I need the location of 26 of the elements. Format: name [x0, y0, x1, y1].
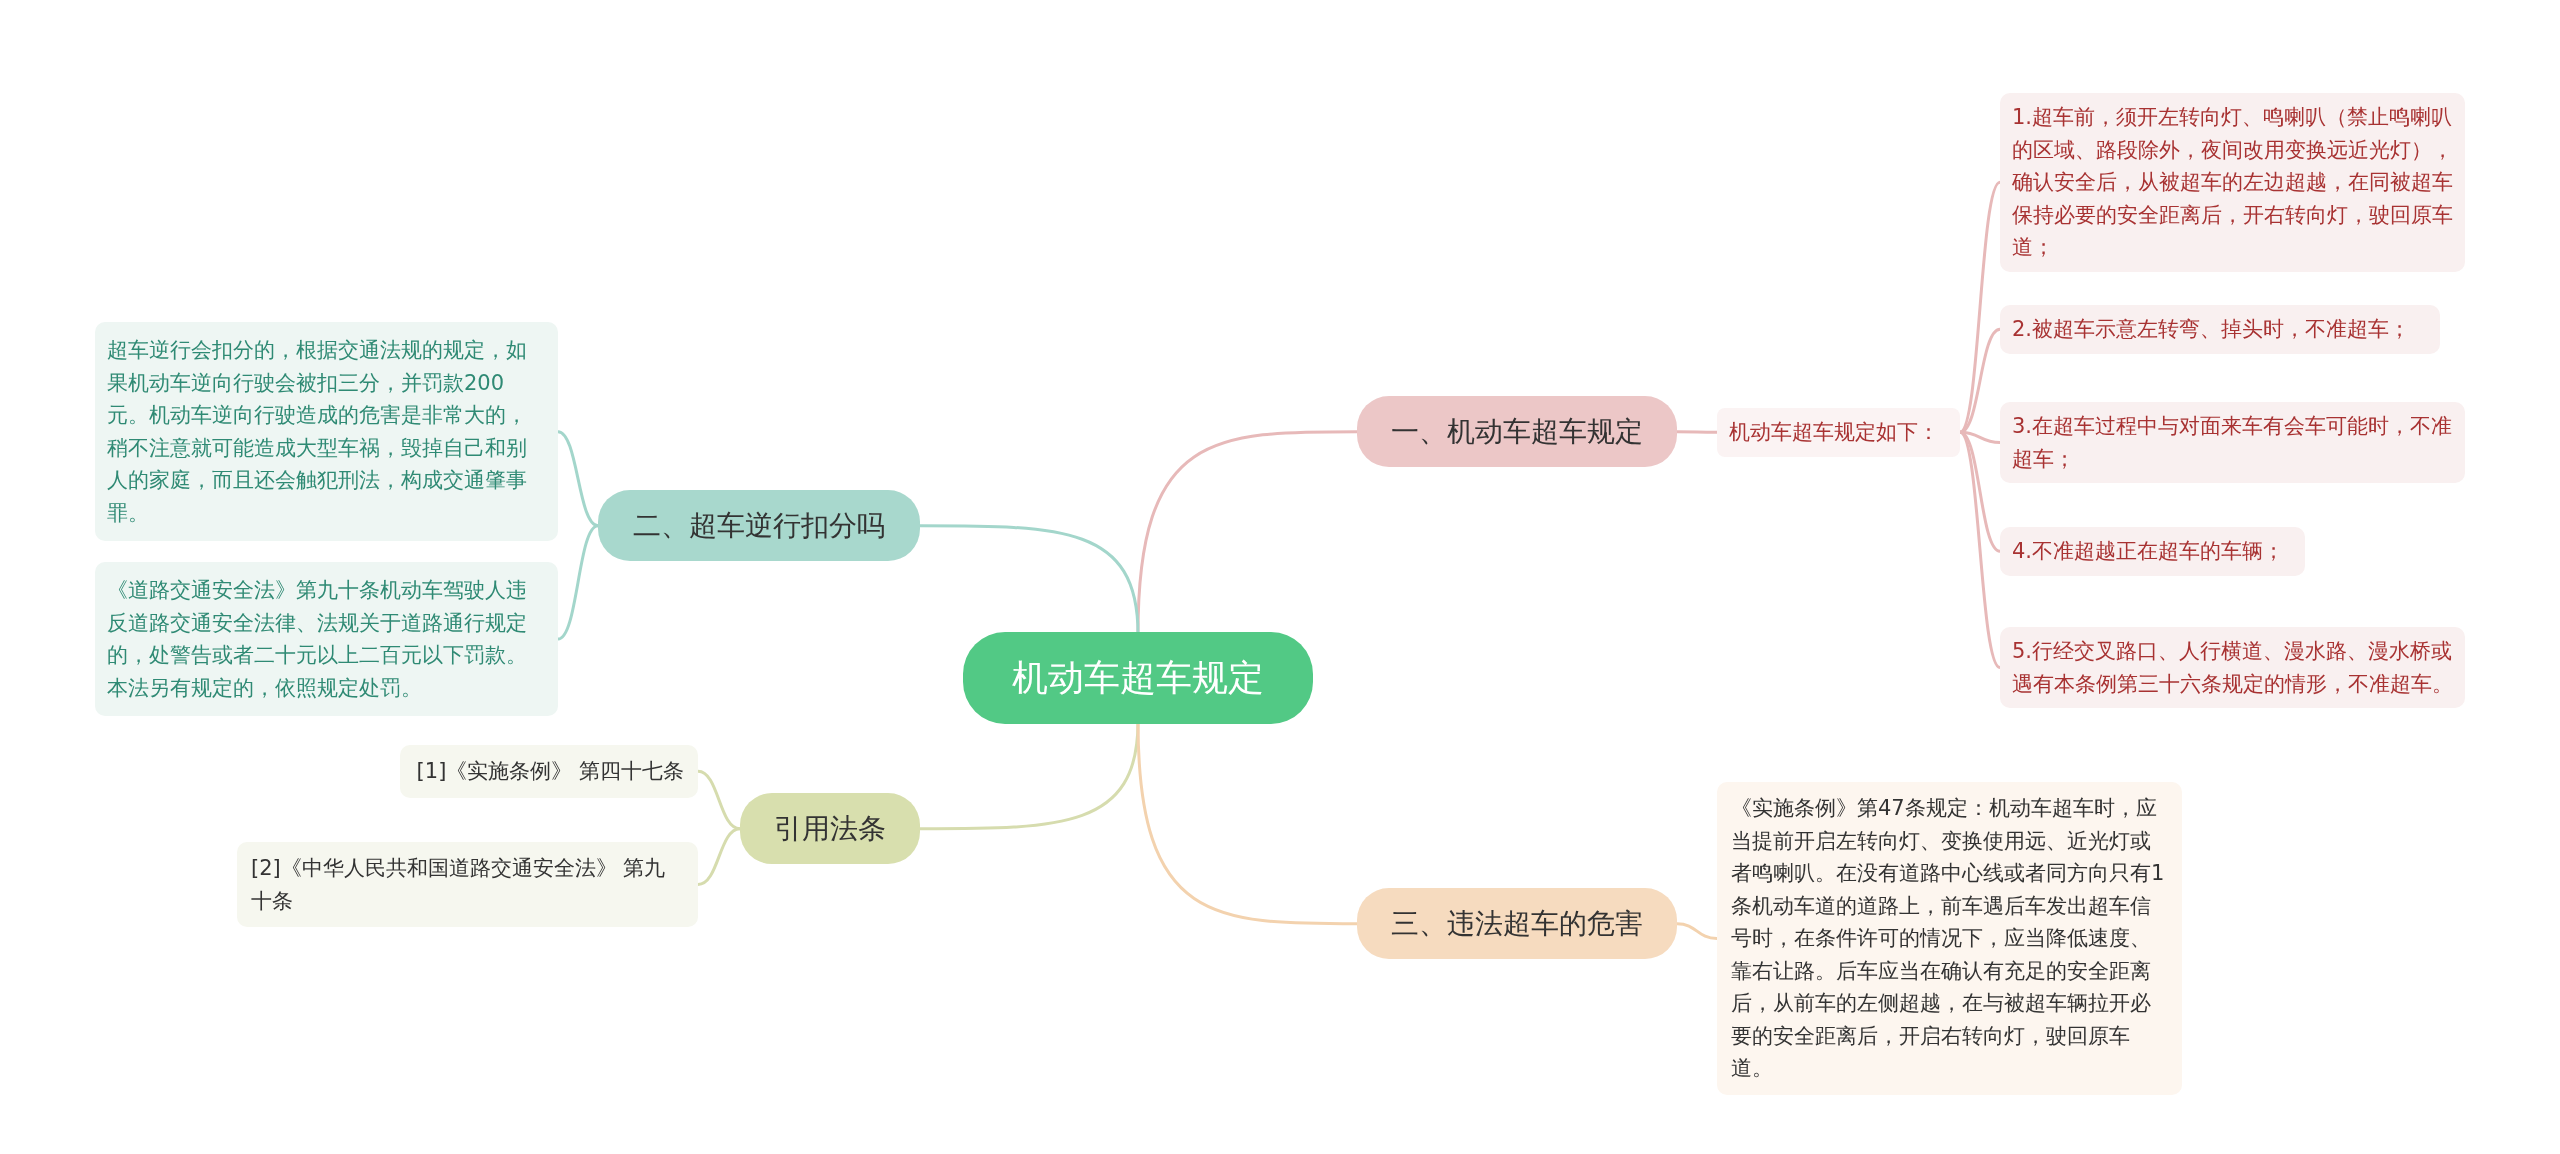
- subtopic: 机动车超车规定如下：: [1717, 408, 1960, 457]
- connector-line: [1958, 431, 2002, 669]
- connector-line: [1136, 430, 1357, 635]
- connector-line: [920, 721, 1140, 831]
- branch-topic: 二、超车逆行扣分吗: [598, 490, 920, 562]
- connector-line: [1677, 430, 1717, 434]
- note-card: 5.行经交叉路口、人行横道、漫水路、漫水桥或遇有本条例第三十六条规定的情形，不准超车。: [2000, 627, 2465, 709]
- connector-line: [557, 524, 599, 641]
- branch-topic: 引用法条: [740, 793, 920, 865]
- note-card: 2.被超车示意左转弯、掉头时，不准超车；: [2000, 305, 2440, 354]
- note-card: 3.在超车过程中与对面来车有会车可能时，不准超车；: [2000, 402, 2465, 484]
- branch-topic: 一、机动车超车规定: [1357, 396, 1677, 468]
- note-card: 《道路交通安全法》第九十条机动车驾驶人违反道路交通安全法律、法规关于道路通行规定的，处警告或者二十元以上二百元以下罚款。本法另有规定的，依照规定处罚。: [95, 562, 558, 717]
- root-topic: 机动车超车规定: [963, 632, 1313, 724]
- connector-line: [557, 430, 599, 528]
- note-card: [1]《实施条例》 第四十七条: [400, 745, 698, 798]
- connector-line: [697, 769, 741, 831]
- connector-line: [697, 827, 741, 886]
- note-card: 超车逆行会扣分的，根据交通法规的规定，如果机动车逆向行驶会被扣三分，并罚款200元。机动车逆向行驶造成的危害是非常大的，稍不注意就可能造成大型车祸，毁掉自己和别人的家庭，而且还会触犯刑法，构成交通肇事罪。: [95, 322, 558, 542]
- note-card: [2]《中华人民共和国道路交通安全法》 第九十条: [237, 842, 698, 928]
- note-card: 4.不准超越正在超车的车辆；: [2000, 527, 2305, 576]
- connector-line: [920, 524, 1140, 635]
- note-card: 1.超车前，须开左转向灯、鸣喇叭（禁止鸣喇叭的区域、路段除外，夜间改用变换远近光灯），确认安全后，从被超车的左边超越，在同被超车保持必要的安全距离后，开右转向灯，驶回原车道；: [2000, 93, 2465, 272]
- branch-topic: 三、违法超车的危害: [1357, 888, 1677, 960]
- connector-line: [1136, 721, 1357, 926]
- note-card: 《实施条例》第47条规定：机动车超车时，应当提前开启左转向灯、变换使用远、近光灯或者鸣喇叭。在没有道路中心线或者同方向只有1条机动车道的道路上，前车遇后车发出超车信号时，在条件许可的情况下，应当降低速度、靠右让路。后车应当在确认有充足的安全距离后，从前车的左侧超越，在与被超车辆拉开必要的安全距离后，开启右转向灯，驶回原车道。: [1717, 782, 2182, 1095]
